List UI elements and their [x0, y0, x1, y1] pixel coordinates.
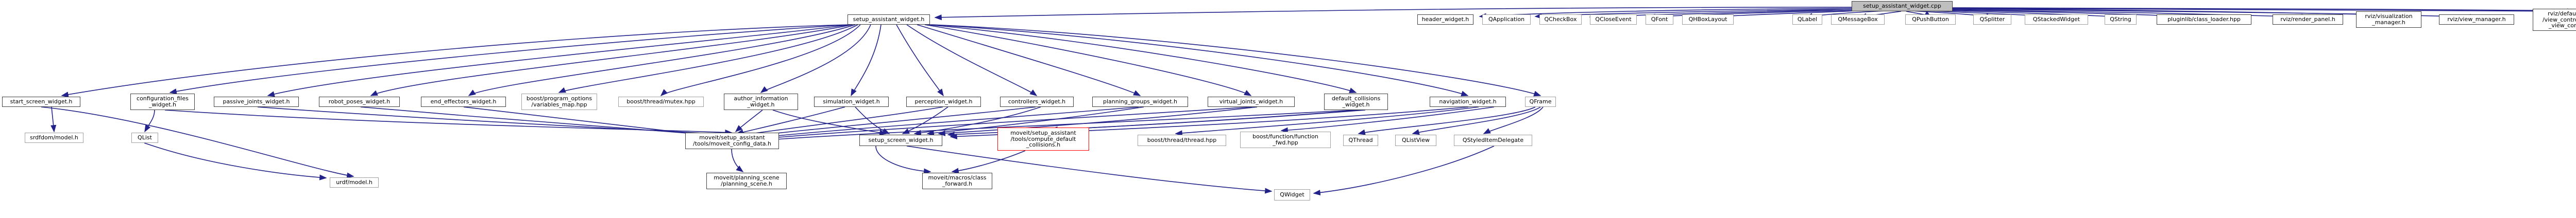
graph-node[interactable]: QLabel [1792, 14, 1822, 25]
graph-node[interactable]: boost/thread/mutex.hpp [618, 97, 704, 107]
graph-node[interactable]: rviz/view_manager.h [2439, 14, 2514, 25]
graph-node[interactable]: urdf/model.h [330, 177, 379, 188]
graph-node[interactable]: QListView [1395, 135, 1436, 146]
graph-node[interactable]: configuration_files _widget.h [130, 94, 195, 110]
graph-node[interactable]: moveit/macros/class _forward.h [922, 173, 992, 189]
graph-node[interactable]: perception_widget.h [906, 97, 981, 107]
graph-node[interactable]: start_screen_widget.h [2, 97, 80, 107]
graph-node[interactable]: rviz/default_plugin /view_controllers/or… [2533, 9, 2576, 31]
graph-node[interactable]: moveit/setup_assistant /tools/moveit_con… [685, 133, 779, 149]
graph-node[interactable]: boost/function/function _fwd.hpp [1240, 132, 1331, 148]
graph-node[interactable]: QFont [1646, 14, 1673, 25]
graph-node[interactable]: simulation_widget.h [814, 97, 889, 107]
graph-node[interactable]: moveit/planning_scene /planning_scene.h [706, 173, 787, 189]
graph-node[interactable]: rviz/render_panel.h [2273, 14, 2343, 25]
graph-node[interactable]: end_effectors_widget.h [421, 97, 506, 107]
graph-node[interactable]: boost/thread/thread.hpp [1138, 135, 1226, 146]
graph-node[interactable]: srdfdom/model.h [25, 133, 83, 143]
graph-node[interactable]: QCheckBox [1539, 14, 1582, 25]
graph-node[interactable]: QPushButton [1905, 14, 1956, 25]
graph-node[interactable]: boost/program_options /variables_map.hpp [521, 94, 597, 110]
graph-node[interactable]: header_widget.h [1417, 14, 1473, 25]
graph-node[interactable]: robot_poses_widget.h [319, 97, 400, 107]
graph-node[interactable]: QCloseEvent [1590, 14, 1637, 25]
graph-node[interactable]: navigation_widget.h [1430, 97, 1506, 107]
graph-node[interactable]: QFrame [1525, 97, 1556, 107]
graph-node[interactable]: controllers_widget.h [1000, 97, 1074, 107]
graph-node[interactable]: QSplitter [1973, 14, 2011, 25]
graph-node[interactable]: QString [2105, 14, 2137, 25]
graph-node[interactable]: moveit/setup_assistant /tools/compute_de… [997, 128, 1089, 151]
graph-node[interactable]: virtual_joints_widget.h [1208, 97, 1295, 107]
graph-node[interactable]: setup_screen_widget.h [859, 135, 942, 146]
graph-node[interactable]: QMessageBox [1831, 14, 1885, 25]
graph-node[interactable]: rviz/visualization _manager.h [2356, 11, 2421, 28]
graph-node[interactable]: QApplication [1482, 14, 1531, 25]
graph-node[interactable]: pluginlib/class_loader.hpp [2157, 14, 2251, 25]
graph-node[interactable]: author_information _widget.h [724, 94, 798, 110]
graph-node[interactable]: QStackedWidget [2025, 14, 2088, 25]
graph-node[interactable]: QStyledItemDelegate [1454, 135, 1532, 146]
graph-node[interactable]: QHBoxLayout [1682, 14, 1734, 25]
graph-node[interactable]: default_collisions _widget.h [1324, 94, 1388, 110]
graph-node[interactable]: planning_groups_widget.h [1092, 97, 1188, 107]
graph-node[interactable]: passive_joints_widget.h [214, 97, 299, 107]
graph-node[interactable]: setup_assistant_widget.h [848, 14, 930, 25]
graph-node[interactable]: QThread [1343, 135, 1378, 146]
graph-root-node[interactable]: setup_assistant_widget.cpp [1852, 1, 1953, 11]
graph-node[interactable]: QList [131, 133, 158, 143]
graph-node[interactable]: QWidget [1274, 189, 1310, 201]
